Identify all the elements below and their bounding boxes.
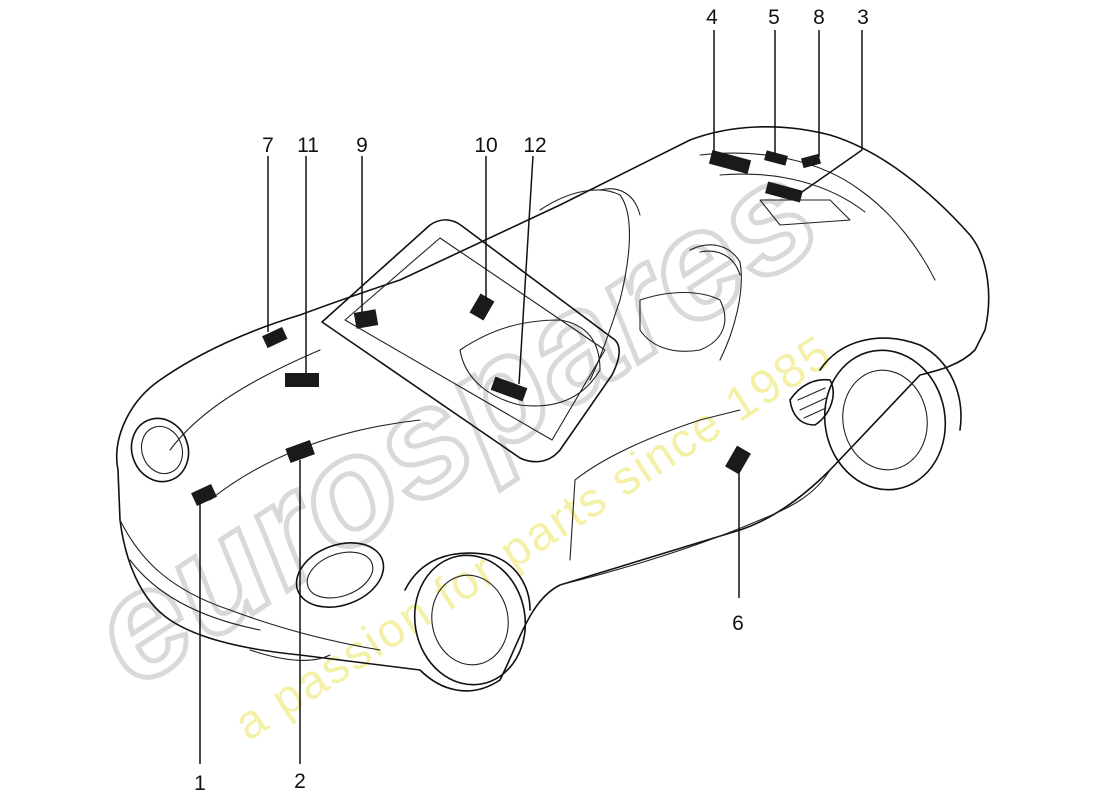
callout-1: 1	[194, 772, 206, 795]
leader-line-12	[518, 155, 534, 385]
label-patch-2	[285, 439, 315, 463]
callout-8: 8	[813, 6, 825, 29]
callout-6: 6	[732, 612, 744, 635]
leader-line-3b	[801, 149, 863, 193]
callout-7: 7	[262, 134, 274, 157]
callout-10: 10	[474, 134, 497, 157]
label-patch-3	[765, 181, 803, 203]
callout-11: 11	[297, 134, 319, 157]
label-patches	[191, 150, 821, 506]
label-patch-10	[469, 293, 495, 321]
label-patch-7	[262, 327, 288, 349]
label-patch-8	[801, 153, 821, 169]
label-patch-11	[285, 373, 319, 387]
callout-12: 12	[523, 134, 546, 157]
label-patch-1	[191, 484, 217, 506]
label-patch-12	[490, 376, 528, 402]
callout-5: 5	[768, 6, 780, 29]
car-outline	[116, 126, 990, 692]
label-patch-4	[708, 150, 752, 174]
leader-lines	[199, 30, 863, 764]
callout-3: 3	[857, 6, 869, 29]
callout-labels: 1 2 3 4 5 6 7 8 9 10 11 12	[194, 6, 869, 795]
callout-9: 9	[356, 134, 368, 157]
label-patch-9	[353, 309, 379, 329]
label-patch-5	[764, 150, 788, 166]
callout-4: 4	[706, 6, 718, 29]
label-patch-6	[725, 445, 751, 475]
callout-2: 2	[294, 770, 306, 793]
